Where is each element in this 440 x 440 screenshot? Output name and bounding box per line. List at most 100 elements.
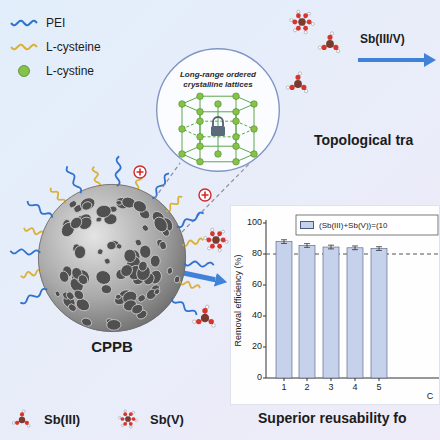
hydrogen-atom <box>225 240 228 243</box>
pore <box>67 302 78 313</box>
hydrogen-atom <box>304 89 307 92</box>
legend-item: Sb(V) <box>112 408 184 430</box>
sb3-molecule <box>12 410 30 427</box>
pore <box>115 294 121 300</box>
y-tick <box>263 223 266 224</box>
cystine-ball <box>197 118 204 125</box>
hydrogen-atom <box>211 228 214 231</box>
inset-disk <box>156 48 280 172</box>
bar <box>347 248 363 378</box>
pore <box>141 224 150 233</box>
pore <box>103 257 111 265</box>
x-tick <box>284 378 285 381</box>
cystine-ball <box>233 158 240 165</box>
cystine-ball <box>197 133 204 140</box>
hydrogen-atom <box>218 249 221 252</box>
pore <box>97 248 104 256</box>
hydrogen-atom <box>193 320 196 323</box>
error-bar <box>304 244 310 248</box>
cysteine-chain <box>92 167 100 188</box>
sphere-body <box>38 184 186 332</box>
pei-chain <box>172 298 197 315</box>
hydrogen-atom <box>297 10 300 13</box>
oxygen-atom <box>292 20 297 25</box>
legend-item: Sb(III) <box>6 408 80 430</box>
cystine-ball <box>233 143 240 150</box>
oxygen-atom <box>327 35 332 40</box>
x-tick <box>331 378 332 381</box>
ball-sample <box>19 66 30 77</box>
hydrogen-atom <box>132 411 134 413</box>
hydrogen-atom <box>205 305 208 308</box>
hydrogen-atom <box>27 424 30 427</box>
bar <box>323 247 339 378</box>
oxygen-atom <box>303 26 308 31</box>
legend-sample <box>8 12 40 34</box>
hydrogen-atom <box>286 86 289 89</box>
chain-sample <box>11 45 37 50</box>
y-tick-label: 100 <box>247 217 262 228</box>
x-axis-title: C <box>427 391 434 402</box>
oxygen-atom <box>322 45 327 50</box>
sb5-molecule <box>290 10 314 34</box>
oxygen-atom <box>210 231 215 236</box>
pore <box>130 303 144 316</box>
y-tick-label: 20 <box>252 341 262 352</box>
pore <box>81 200 94 212</box>
legend-text: L-cysteine <box>46 40 101 54</box>
cystine-ball <box>233 133 240 140</box>
hydrogen-atom <box>22 410 25 413</box>
oxygen-atom <box>129 412 133 416</box>
y-tick-label: 80 <box>252 248 262 259</box>
chain-sample <box>11 21 37 26</box>
cystine-ball <box>233 108 240 115</box>
node-outline <box>38 184 186 332</box>
y-tick-label: 40 <box>252 310 262 321</box>
pei-chain <box>177 213 204 228</box>
sb3-molecule <box>286 72 307 93</box>
bar <box>276 242 292 378</box>
y-tick <box>263 316 266 317</box>
pei-chain <box>184 262 214 267</box>
pei-chain <box>116 156 121 186</box>
cystine-ball <box>179 101 186 108</box>
legend-swatch <box>300 221 314 229</box>
flow-arrow <box>183 273 215 280</box>
legend-sample <box>112 408 144 430</box>
y-tick-label: 0 <box>257 372 262 383</box>
pore <box>153 288 161 296</box>
pore <box>73 245 86 260</box>
bar-chart <box>230 205 440 405</box>
y-tick-label: 60 <box>252 279 262 290</box>
oxygen-atom <box>217 244 222 249</box>
pore <box>78 195 97 212</box>
pore <box>100 284 112 295</box>
bar <box>371 249 387 378</box>
y-tick <box>263 285 266 286</box>
legend-text: Sb(V) <box>150 412 184 427</box>
x-tick <box>307 378 308 381</box>
x-tick-label: 4 <box>352 382 357 393</box>
pore <box>68 215 84 231</box>
legend-item: (Sb(III)+Sb(V))=(10 <box>300 218 387 232</box>
oxygen-atom <box>206 238 211 243</box>
hydrogen-atom <box>298 72 301 75</box>
pei-chain <box>27 201 52 218</box>
hydrogen-atom <box>221 230 224 233</box>
species-label: Sb(III/V) <box>360 32 405 46</box>
pore <box>123 248 137 263</box>
antimony-atom <box>294 80 302 88</box>
y-tick <box>263 378 266 379</box>
cystine-ball <box>215 151 222 158</box>
legend-sample <box>8 36 40 58</box>
cystine-ball <box>197 158 204 165</box>
node-outline-circle <box>38 184 185 331</box>
oxygen-atom <box>303 13 308 18</box>
arrow-head <box>424 53 436 67</box>
error-bar <box>281 240 287 244</box>
bar <box>299 245 315 378</box>
pei-chain <box>67 166 82 193</box>
oxygen-atom <box>295 75 300 80</box>
cysteine-chain <box>21 270 42 278</box>
cystine-ball <box>251 151 258 158</box>
